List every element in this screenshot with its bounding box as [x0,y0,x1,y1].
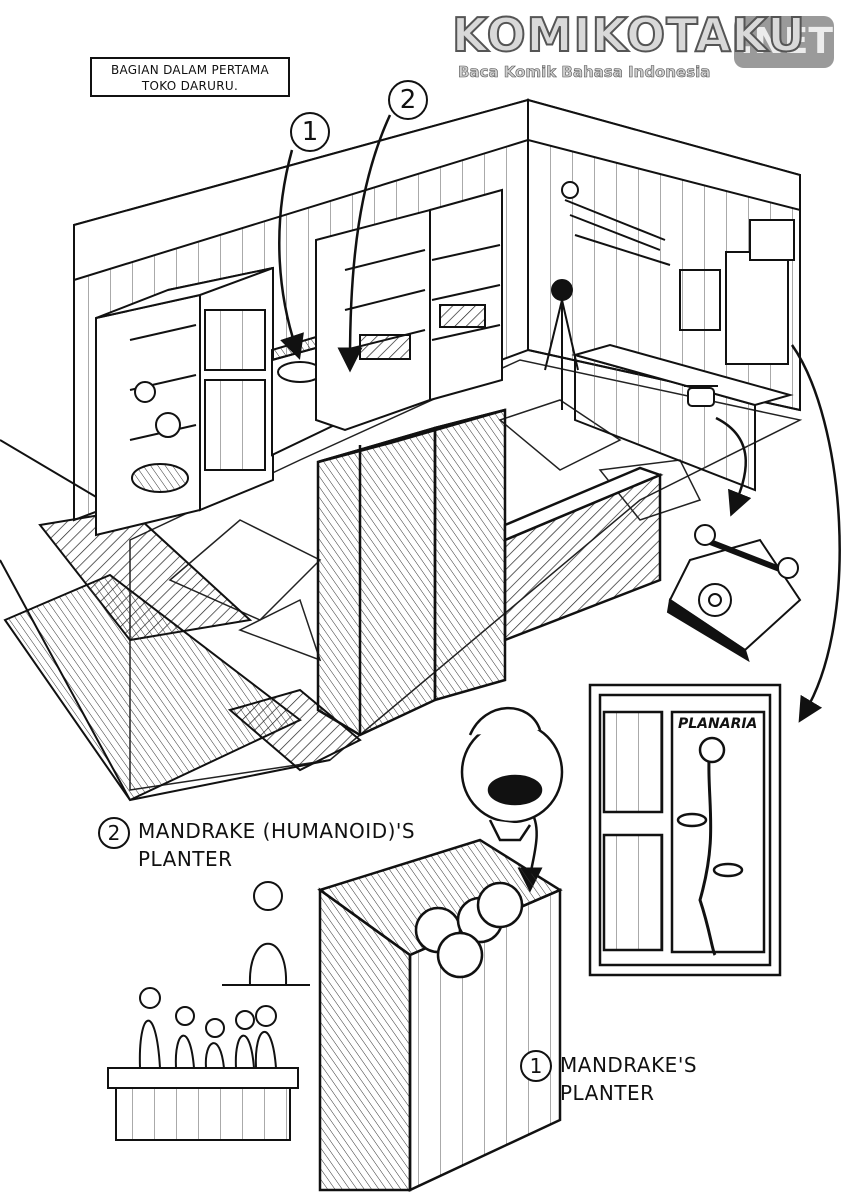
center-shelf [315,188,503,432]
mandrake-planter-front [317,838,563,1192]
left-cabinet [95,266,274,537]
mandrake-planter-number: 1 [520,1050,552,1082]
mandrake-planter-label-1: MANDRAKE'S [560,1053,698,1077]
mandrake-planter-label-2: PLANTER [560,1081,655,1105]
front-counter [503,466,664,642]
telephone-icon [666,385,802,663]
planaria-sign [588,683,782,977]
humanoid-planter-label-2: PLANTER [138,847,233,871]
caption-line-1: BAGIAN DALAM PERTAMA [110,63,270,77]
right-counter [561,181,795,492]
caption-box: BAGIAN DALAM PERTAMA TOKO DARURU. [90,57,290,97]
front-cabinet [316,408,507,737]
logo-bubble [734,16,834,68]
logo-suffix: .NET [740,21,833,62]
sign-title: PLANARIA [678,716,758,732]
humanoid-planter-number: 2 [98,817,130,849]
humanoid-planter-label-1: MANDRAKE (HUMANOID)'S [138,819,416,843]
marker-two: 2 [388,80,428,120]
humanoid-mandrakes [107,881,310,1141]
watermark-logo: .NET KOMIKOTAKU Baca Komik Bahasa Indone… [451,8,840,88]
caption-line-2: TOKO DARURU. [141,79,239,93]
marker-one: 1 [290,112,330,152]
logo-brand: KOMIKOTAKU [451,8,806,62]
mandrake-plant-icon [460,706,564,842]
mannequin-stand [544,279,579,410]
arrow-icon [278,114,841,893]
logo-tagline: Baca Komik Bahasa Indonesia [458,63,711,82]
